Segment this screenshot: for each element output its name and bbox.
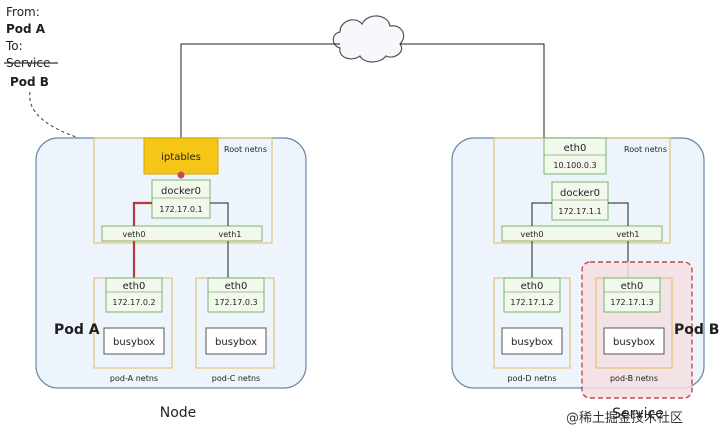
pod-b-busybox-label: busybox <box>613 337 655 348</box>
to-value: Pod B <box>10 75 49 89</box>
right-veth1: veth1 <box>617 230 640 239</box>
right-node-caption: Service <box>612 406 664 422</box>
left-docker0-name: docker0 <box>161 186 201 197</box>
pod-b-busybox <box>603 327 665 355</box>
pod-a-busybox-label: busybox <box>113 337 155 348</box>
uplink-wire <box>180 43 545 138</box>
to-label: To: <box>5 39 23 53</box>
pod-b-eth-box <box>603 277 661 313</box>
pod-c-busybox-label: busybox <box>215 337 257 348</box>
pod-a-eth-ip: 172.17.0.2 <box>112 298 155 307</box>
left-red-link <box>132 201 152 278</box>
pod-b-netns-label: pod-B netns <box>610 374 658 383</box>
pod-a-label: Pod A <box>54 322 100 338</box>
pod-c-busybox <box>205 327 267 355</box>
left-veth-row <box>101 225 263 242</box>
left-veth0: veth0 <box>123 230 146 239</box>
cloud-icon <box>332 15 405 63</box>
annotation-arrow <box>29 91 147 156</box>
pod-d-netns-label: pod-D netns <box>507 374 556 383</box>
pod-c-netns-label: pod-C netns <box>212 374 260 383</box>
pod-b-label: Pod B <box>674 322 719 338</box>
pod-b-eth-name: eth0 <box>621 281 644 292</box>
right-veth0-link <box>531 202 552 278</box>
right-docker0-box <box>551 181 609 221</box>
right-docker0-name: docker0 <box>560 188 600 199</box>
pod-c-eth-ip: 172.17.0.3 <box>214 298 257 307</box>
right-docker0-ip: 172.17.1.1 <box>558 207 601 216</box>
right-node: Root netns eth0 10.100.0.3 docker0 172.1… <box>451 137 719 422</box>
pod-a-netns-label: pod-A netns <box>110 374 158 383</box>
pod-d-busybox <box>501 327 563 355</box>
pod-d-eth-ip: 172.17.1.2 <box>510 298 553 307</box>
right-veth0: veth0 <box>521 230 544 239</box>
pod-c-eth-box <box>207 277 265 313</box>
from-value: Pod A <box>6 22 46 36</box>
left-root-netns-label: Root netns <box>224 145 267 154</box>
from-label: From: <box>6 5 40 19</box>
right-veth-row <box>501 225 663 242</box>
iptables-label: iptables <box>161 152 201 163</box>
pod-a-eth-box <box>105 277 163 313</box>
pod-a-eth-name: eth0 <box>123 281 146 292</box>
left-docker0-box <box>151 179 211 219</box>
right-root-netns-label: Root netns <box>624 145 667 154</box>
pod-d-eth-name: eth0 <box>521 281 544 292</box>
pod-d-eth-box <box>503 277 561 313</box>
left-node-caption: Node <box>160 405 197 421</box>
left-node: Root netns iptables docker0 172.17.0.1 v… <box>35 137 307 421</box>
pod-d-busybox-label: busybox <box>511 337 553 348</box>
left-docker0-ip: 172.17.0.1 <box>159 205 202 214</box>
iptables-dot <box>177 171 185 179</box>
pod-c-eth-name: eth0 <box>225 281 248 292</box>
annotation-block: From: Pod A To: Service Pod B <box>4 5 58 89</box>
right-host-eth-box <box>543 137 607 175</box>
pod-a-busybox <box>103 327 165 355</box>
left-veth1: veth1 <box>219 230 242 239</box>
left-veth1-link <box>210 202 229 278</box>
watermark: @稀土掘金技术社区 <box>566 410 683 426</box>
pod-b-eth-ip: 172.17.1.3 <box>610 298 653 307</box>
right-host-eth-name: eth0 <box>564 143 587 154</box>
right-host-eth-ip: 10.100.0.3 <box>553 161 596 170</box>
